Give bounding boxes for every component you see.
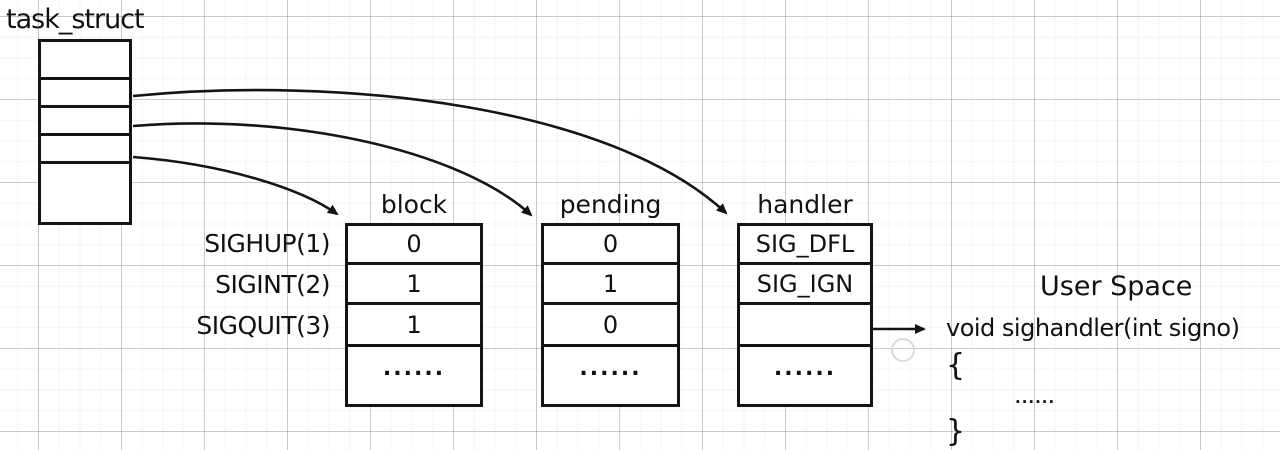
task-struct-cell [41, 136, 129, 164]
pending-value: 0 [602, 310, 619, 339]
task-struct-cell [41, 108, 129, 136]
handler-cell: SIG_IGN [740, 265, 870, 305]
arrow-to-handler [132, 88, 728, 215]
sighandler-signature: void sighandler(int signo) [946, 314, 1240, 342]
pending-cell: 1 [544, 265, 677, 305]
open-brace: { [946, 348, 966, 383]
pending-table: 0 1 0 ...... [541, 223, 680, 407]
close-brace: } [946, 414, 966, 449]
faint-circle-mark [891, 338, 915, 362]
arrow-to-block [132, 155, 339, 216]
signal-label-sighup: SIGHUP(1) [204, 229, 330, 258]
handler-value: SIG_DFL [755, 230, 855, 258]
task-struct-box [38, 39, 132, 225]
arrow-to-pending [132, 122, 533, 217]
task-struct-label: task_struct [6, 4, 145, 35]
pending-cell: ...... [544, 347, 677, 404]
block-value: 0 [406, 230, 422, 258]
handler-table: SIG_DFL SIG_IGN ...... [737, 223, 873, 407]
handler-header: handler [757, 190, 853, 219]
pending-cell: 0 [544, 226, 677, 265]
task-struct-cell [41, 80, 129, 108]
block-cell: ...... [348, 347, 480, 404]
pending-value: 0 [602, 230, 619, 258]
pending-cell: 0 [544, 305, 677, 347]
function-body-dots: ...... [1015, 389, 1056, 407]
block-value: 1 [406, 310, 422, 339]
handler-value: SIG_IGN [756, 269, 854, 298]
pending-value: 1 [602, 269, 619, 298]
task-struct-cell [41, 42, 129, 80]
signal-label-sigint: SIGINT(2) [215, 270, 330, 299]
handler-cell: SIG_DFL [740, 226, 870, 265]
pending-header: pending [559, 190, 662, 219]
handler-cell [740, 305, 870, 347]
block-value: 1 [406, 269, 422, 298]
user-space-title: User Space [1040, 271, 1193, 302]
block-cell: 0 [348, 226, 480, 265]
signal-label-sigquit: SIGQUIT(3) [196, 311, 330, 340]
pending-value-dots: ...... [579, 355, 642, 381]
handler-value-dots: ...... [773, 355, 837, 381]
block-cell: 1 [348, 265, 480, 305]
handler-cell: ...... [740, 347, 870, 404]
block-table: 0 1 1 ...... [345, 223, 483, 407]
block-header: block [380, 190, 448, 219]
task-struct-cell [41, 164, 129, 222]
block-value-dots: ...... [382, 355, 446, 381]
block-cell: 1 [348, 305, 480, 347]
